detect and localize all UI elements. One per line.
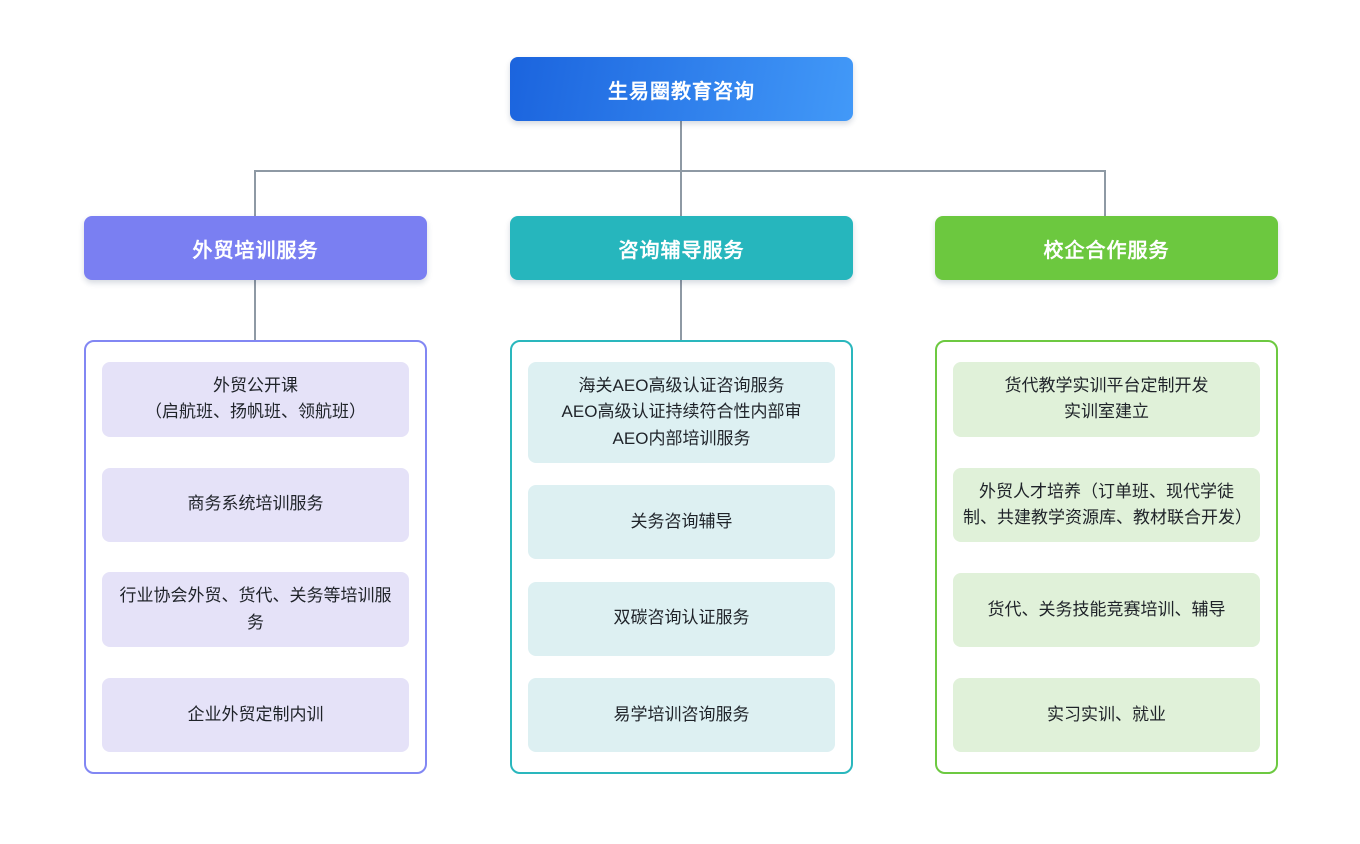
branch-header-consulting-coaching: 咨询辅导服务 [510,216,853,280]
org-item: 货代、关务技能竞赛培训、辅导 [953,573,1260,648]
org-item: 货代教学实训平台定制开发 实训室建立 [953,362,1260,437]
branch-header-label: 校企合作服务 [1043,239,1170,262]
org-item: 外贸公开课 （启航班、扬帆班、领航班） [102,362,409,437]
root-node-label: 生易圈教育咨询 [608,80,755,103]
org-item: 外贸人才培养（订单班、现代学徒制、共建教学资源库、教材联合开发） [953,467,1260,543]
org-item: 关务咨询辅导 [528,485,835,560]
org-item: 实习实训、就业 [953,678,1260,752]
connector-root-down [680,121,682,171]
connector-branch2-group [680,280,682,340]
connector-drop-branch2 [680,170,682,216]
branch-group-consulting-coaching: 海关AEO高级认证咨询服务 AEO高级认证持续符合性内部审 AEO内部培训服务 … [510,340,853,774]
branch-header-label: 咨询辅导服务 [618,239,745,262]
connector-drop-branch3 [1104,170,1106,216]
org-item: 海关AEO高级认证咨询服务 AEO高级认证持续符合性内部审 AEO内部培训服务 [528,362,835,464]
branch-header-label: 外贸培训服务 [192,239,319,262]
branch-group-school-enterprise: 货代教学实训平台定制开发 实训室建立 外贸人才培养（订单班、现代学徒制、共建教学… [935,340,1278,774]
branch-group-foreign-trade-training: 外贸公开课 （启航班、扬帆班、领航班） 商务系统培训服务 行业协会外贸、货代、关… [84,340,427,774]
org-item: 行业协会外贸、货代、关务等培训服务 [102,572,409,648]
org-item: 双碳咨询认证服务 [528,581,835,656]
connector-branch1-group [254,280,256,340]
branch-header-school-enterprise: 校企合作服务 [935,216,1278,280]
root-node: 生易圈教育咨询 [510,57,853,121]
org-item: 商务系统培训服务 [102,467,409,542]
connector-drop-branch1 [254,170,256,216]
branch-header-foreign-trade-training: 外贸培训服务 [84,216,427,280]
org-item: 企业外贸定制内训 [102,678,409,752]
org-item: 易学培训咨询服务 [528,677,835,752]
